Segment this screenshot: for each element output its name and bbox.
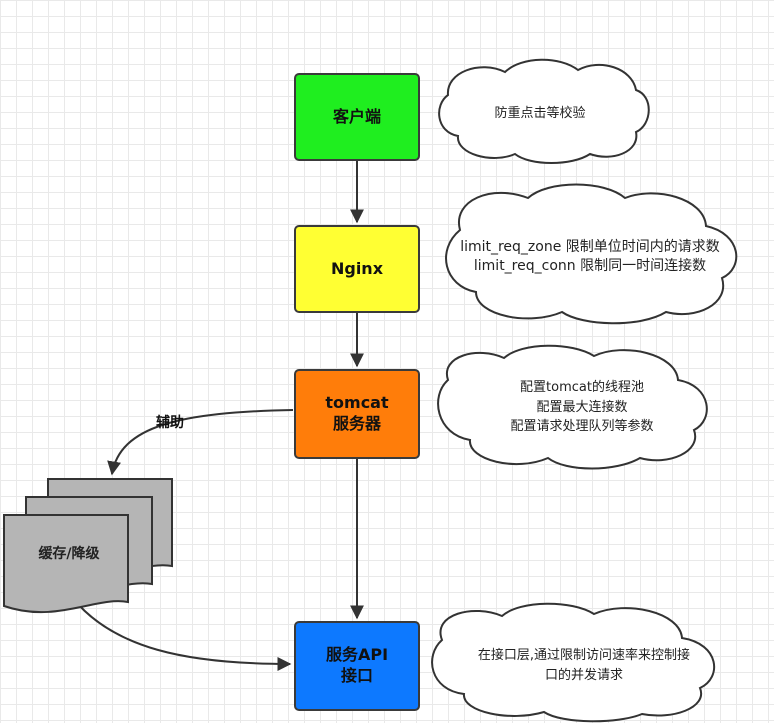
- cloud-shape-nginx: [445, 183, 738, 325]
- client-note-text: 防重点击等校验: [494, 106, 586, 121]
- document-shape-front: [3, 514, 129, 614]
- nginx-node: Nginx: [294, 225, 420, 313]
- cloud-shape-client: [438, 58, 650, 164]
- cloud-shape-tomcat: [437, 344, 708, 470]
- tomcat-server-node: tomcat 服务器: [294, 369, 420, 459]
- api-note-text: 在接口层,通过限制访问速率来控制接 口的并发请求: [477, 648, 691, 683]
- client-node: 客户端: [294, 73, 420, 161]
- cloud-shape-api: [431, 602, 716, 723]
- assist-edge-label: 辅助: [156, 415, 184, 431]
- arrow-cache-to-api: [67, 591, 292, 671]
- tomcat-note-text: 配置tomcat的线程池 配置最大连接数 配置请求处理队列等参数: [510, 380, 654, 434]
- cache-fallback-label: 缓存/降级: [38, 546, 100, 562]
- service-api-node: 服务API 接口: [294, 621, 420, 711]
- nginx-note-text: limit_req_zone 限制单位时间内的请求数 limit_req_con…: [460, 239, 720, 274]
- arrow-tomcat-to-cache: [107, 409, 294, 476]
